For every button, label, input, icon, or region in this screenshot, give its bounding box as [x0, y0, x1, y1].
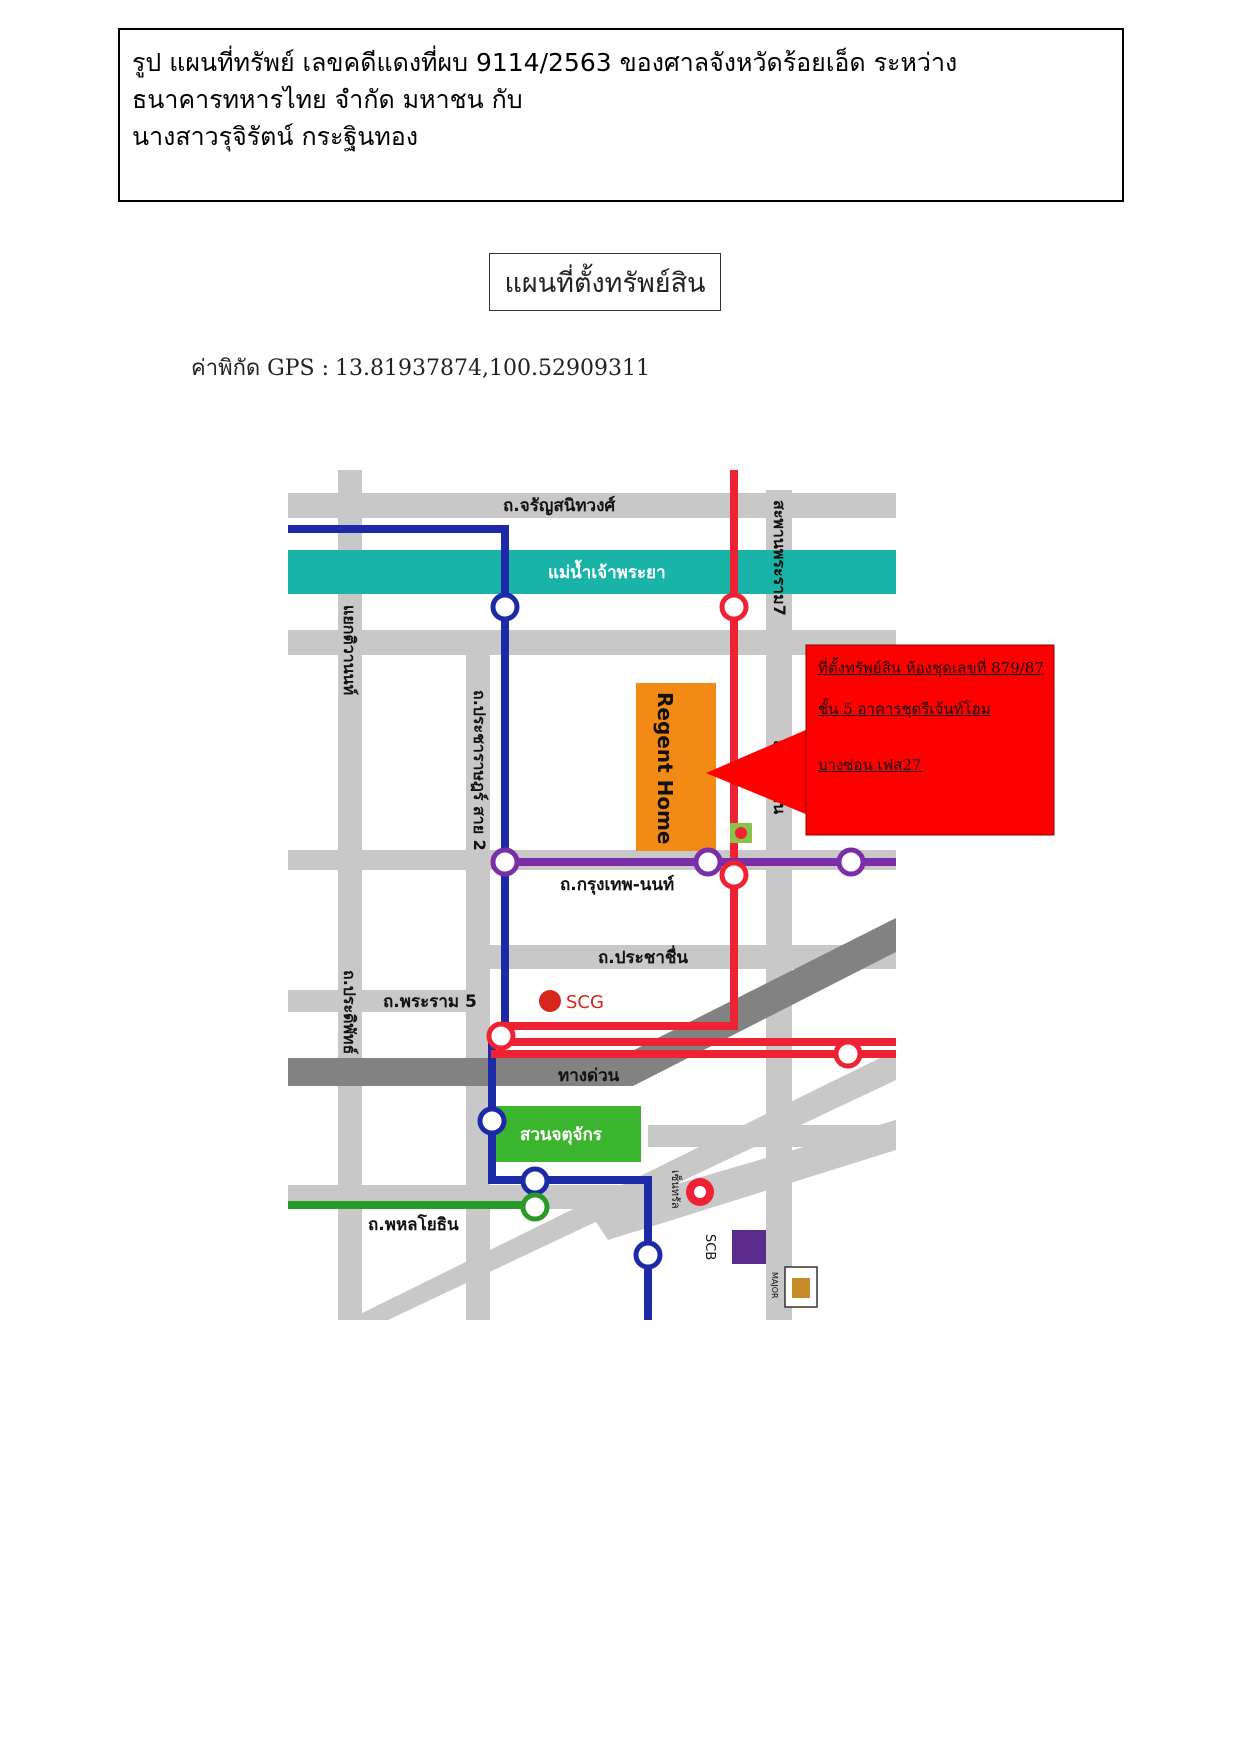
- expressway-road: [288, 918, 896, 1086]
- label-sakae: แยกติวานนท์: [340, 605, 359, 695]
- svg-text:SCG: SCG: [566, 992, 604, 1013]
- label-regent-home: Regent Home: [653, 692, 677, 845]
- station-red-4: [833, 1039, 863, 1069]
- central-logo: เซ็นทรัล: [669, 1170, 714, 1209]
- svg-text:MAJOR: MAJOR: [770, 1272, 779, 1299]
- gps-value: 13.81937874,100.52909311: [335, 356, 650, 381]
- station-red-3: [486, 1021, 516, 1051]
- gps-coordinates: ค่าพิกัด GPS :13.81937874,100.52909311: [191, 350, 656, 385]
- scg-logo: SCG: [539, 990, 604, 1013]
- station-blue-4: [633, 1240, 663, 1270]
- road-diagonal-2: [588, 1120, 896, 1240]
- callout-box: [805, 644, 1055, 836]
- station-purple-3: [836, 847, 866, 877]
- road-upper: [288, 630, 896, 655]
- svg-text:SCB: SCB: [702, 1234, 717, 1260]
- label-phahon: ถ.พหลโยธิน: [368, 1214, 459, 1235]
- callout-line-1: ที่ตั้งทรัพย์สิน ห้องชุดเลขที่ 879/87: [818, 659, 1044, 677]
- label-charan: ถ.จรัญสนิทวงศ์: [503, 495, 616, 516]
- label-kbn: ถ.กรุงเทพ-นนท์: [560, 874, 674, 895]
- label-river: แม่น้ำเจ้าพระยา: [548, 559, 666, 583]
- station-blue-2: [477, 1106, 507, 1136]
- stations: [477, 592, 866, 1270]
- callout-line-3: บางซ่อน เฟส27: [818, 756, 922, 774]
- label-chatuchak: สวนจตุจักร: [520, 1125, 603, 1145]
- label-pradipat: ถ.ประดิพัทธ์: [340, 970, 359, 1054]
- station-red-1: [719, 592, 749, 622]
- label-prachachuen: ถ.ประชาชื่น: [598, 945, 688, 968]
- header-line-2: ธนาคารทหารไทย จำกัด มหาชน กับ: [132, 85, 523, 114]
- map-title: แผนที่ตั้งทรัพย์สิน: [489, 253, 721, 311]
- station-green-1: [520, 1192, 550, 1222]
- station-purple-2: [693, 847, 723, 877]
- location-map: ถ.จรัญสนิทวงศ์ แม่น้ำเจ้าพระยา ถ.กรุงเทพ…: [288, 470, 1068, 1320]
- label-pracharat: ถ.ประชาราษฎร์ สาย 2: [470, 690, 489, 851]
- road-left-vertical: [338, 470, 362, 1320]
- station-red-2: [719, 860, 749, 890]
- station-purple-1: [490, 847, 520, 877]
- gps-label: ค่าพิกัด GPS :: [191, 356, 330, 381]
- header-line-1: รูป แผนที่ทรัพย์ เลขคดีแดงที่ผบ 9114/256…: [132, 48, 958, 77]
- header-box: รูป แผนที่ทรัพย์ เลขคดีแดงที่ผบ 9114/256…: [118, 28, 1124, 202]
- road-rama5: [288, 990, 488, 1012]
- chatuchak-park: [491, 1106, 641, 1162]
- station-blue-3: [520, 1166, 550, 1196]
- river: [288, 550, 896, 594]
- label-rama5: ถ.พระราม 5: [383, 992, 477, 1012]
- callout-line-2: ชั้น 5 อาคารชุดรีเจ้นท์โฮม: [818, 700, 991, 718]
- station-blue-1: [490, 592, 520, 622]
- scb-logo: SCB: [702, 1230, 766, 1264]
- label-expressway: ทางด่วน: [558, 1066, 620, 1086]
- svg-text:เซ็นทรัล: เซ็นทรัล: [669, 1170, 683, 1209]
- header-line-3: นางสาวรุจิรัตน์ กระฐินทอง: [132, 122, 419, 151]
- road-diagonal: [348, 1050, 896, 1320]
- callout-pointer: [706, 729, 808, 815]
- major-logo: MAJOR: [770, 1266, 818, 1308]
- label-rama7: สะพานพระราม7: [770, 500, 789, 616]
- regent-home-building: [636, 683, 716, 851]
- road-charan: [288, 493, 896, 518]
